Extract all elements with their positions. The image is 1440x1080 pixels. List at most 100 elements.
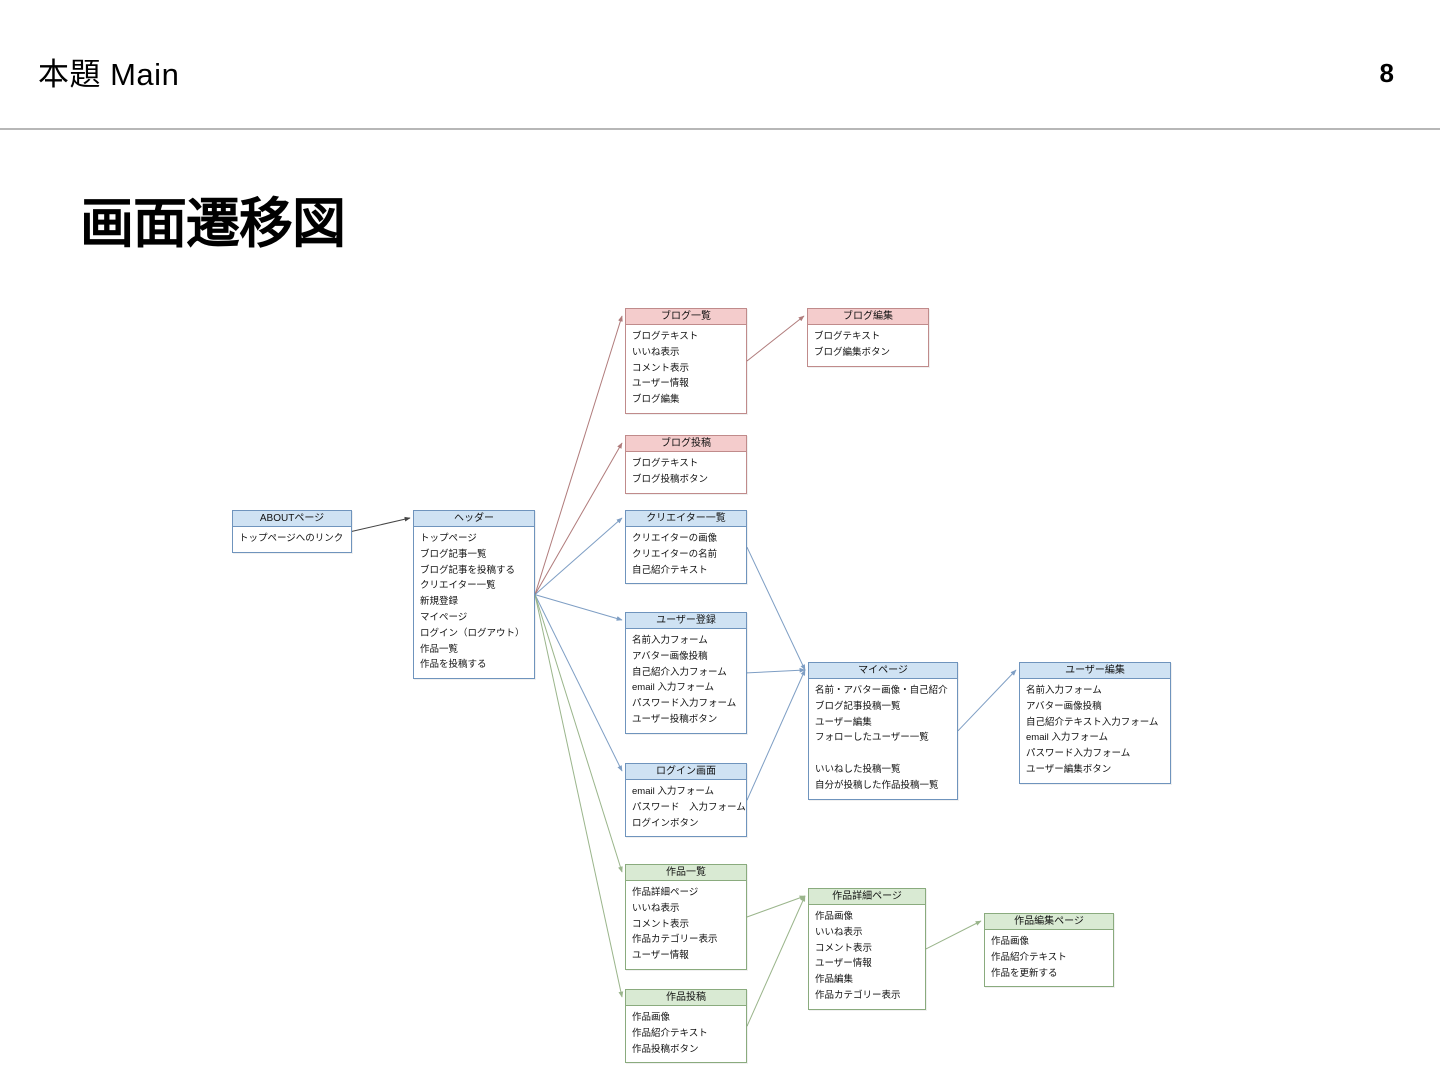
edge-header-to-blog-list — [534, 315, 623, 595]
node-body: 名前・アバター画像・自己紹介ブログ記事投稿一覧ユーザー編集フォローしたユーザー一… — [809, 679, 957, 799]
page-number: 8 — [1379, 58, 1394, 88]
node-row: パスワード入力フォーム — [1026, 748, 1131, 760]
node-work-list[interactable]: 作品一覧作品詳細ページいいね表示コメント表示作品カテゴリー表示ユーザー情報 — [625, 864, 747, 970]
edge-header-to-work-post — [534, 594, 624, 998]
node-row: コメント表示 — [815, 942, 873, 954]
node-title: ブログ編集 — [808, 309, 928, 325]
node-row: コメント表示 — [632, 918, 690, 930]
node-row: 作品編集 — [815, 974, 854, 986]
node-row: ブログ投稿ボタン — [632, 473, 709, 485]
node-row: ユーザー情報 — [815, 958, 872, 970]
node-row: ユーザー編集ボタン — [1026, 763, 1112, 775]
node-work-post[interactable]: 作品投稿作品画像作品紹介テキスト作品投稿ボタン — [625, 989, 747, 1064]
node-row: ブログ記事一覧 — [420, 548, 487, 560]
node-title: 作品詳細ページ — [809, 889, 925, 905]
edge-header-to-work-list — [534, 594, 623, 873]
node-title: 作品投稿 — [626, 990, 746, 1006]
node-row: 作品画像 — [815, 911, 854, 922]
node-row: コメント表示 — [632, 362, 690, 374]
node-row: いいね表示 — [632, 346, 680, 358]
node-row: 作品カテゴリー表示 — [815, 989, 901, 1001]
page-title: 本題 Main — [38, 57, 180, 92]
node-row: ログインボタン — [632, 817, 699, 829]
edge-work-post-to-work-detail — [746, 895, 806, 1027]
node-row: いいね表示 — [632, 902, 680, 914]
node-row: いいねした投稿一覧 — [815, 763, 901, 775]
node-row: トップページへのリンク — [239, 533, 344, 544]
node-creator-list[interactable]: クリエイター一覧クリエイターの画像クリエイターの名前自己紹介テキスト — [625, 510, 747, 585]
node-body: 作品画像作品紹介テキスト作品投稿ボタン — [626, 1006, 746, 1062]
edge-header-to-blog-post — [534, 442, 623, 595]
node-row: ブログテキスト — [632, 458, 699, 469]
edge-about-to-header — [351, 516, 411, 532]
edge-work-detail-to-work-edit — [925, 920, 982, 950]
node-row: 自分が投稿した作品投稿一覧 — [815, 779, 939, 791]
node-work-edit[interactable]: 作品編集ページ作品画像作品紹介テキスト作品を更新する — [984, 913, 1114, 988]
node-body: 作品詳細ページいいね表示コメント表示作品カテゴリー表示ユーザー情報 — [626, 881, 746, 969]
node-title: ログイン画面 — [626, 764, 746, 780]
node-row: ブログテキスト — [814, 331, 881, 342]
node-title: マイページ — [809, 663, 957, 679]
node-row: パスワード入力フォーム — [632, 698, 737, 710]
node-row: ユーザー情報 — [632, 950, 689, 962]
node-title: 作品一覧 — [626, 865, 746, 881]
node-row: フォローしたユーザー一覧 — [815, 732, 929, 744]
edge-header-to-user-register — [534, 594, 623, 621]
node-blog-post[interactable]: ブログ投稿ブログテキストブログ投稿ボタン — [625, 435, 747, 494]
node-row: 作品画像 — [632, 1012, 671, 1023]
node-blog-edit[interactable]: ブログ編集ブログテキストブログ編集ボタン — [807, 308, 929, 367]
edge-login-to-mypage — [746, 669, 806, 801]
node-body: トップページブログ記事一覧ブログ記事を投稿するクリエイター一覧新規登録マイページ… — [414, 527, 534, 678]
node-body: email 入力フォームパスワード 入力フォームログインボタン — [626, 780, 746, 836]
node-row — [809, 746, 957, 762]
node-title: 作品編集ページ — [985, 914, 1113, 930]
node-title: ユーザー登録 — [626, 613, 746, 629]
node-work-detail[interactable]: 作品詳細ページ作品画像いいね表示コメント表示ユーザー情報作品編集作品カテゴリー表… — [808, 888, 926, 1010]
node-body: ブログテキストいいね表示コメント表示ユーザー情報ブログ編集 — [626, 325, 746, 413]
node-row: ブログ記事を投稿する — [420, 564, 516, 576]
node-title: ブログ一覧 — [626, 309, 746, 325]
node-row: 作品を投稿する — [420, 659, 487, 671]
node-row: 名前入力フォーム — [1026, 685, 1102, 696]
node-row: パスワード 入力フォーム — [632, 801, 746, 813]
node-about[interactable]: ABOUTページトップページへのリンク — [232, 510, 352, 553]
node-body: ブログテキストブログ投稿ボタン — [626, 452, 746, 493]
node-row: ユーザー投稿ボタン — [632, 713, 718, 725]
edge-mypage-to-user-edit — [957, 669, 1017, 732]
node-mypage[interactable]: マイページ名前・アバター画像・自己紹介ブログ記事投稿一覧ユーザー編集フォローした… — [808, 662, 958, 800]
node-row: ブログ記事投稿一覧 — [815, 700, 901, 712]
edge-user-register-to-mypage — [746, 667, 806, 674]
node-row: アバター画像投稿 — [1026, 700, 1102, 712]
node-row: 作品投稿ボタン — [632, 1043, 699, 1055]
node-row: ログイン（ログアウト） — [420, 627, 525, 639]
node-header[interactable]: ヘッダートップページブログ記事一覧ブログ記事を投稿するクリエイター一覧新規登録マ… — [413, 510, 535, 680]
node-body: クリエイターの画像クリエイターの名前自己紹介テキスト — [626, 527, 746, 583]
node-title: ブログ投稿 — [626, 436, 746, 452]
node-row: 作品カテゴリー表示 — [632, 934, 718, 946]
node-row: 作品紹介テキスト — [991, 951, 1067, 963]
node-blog-list[interactable]: ブログ一覧ブログテキストいいね表示コメント表示ユーザー情報ブログ編集 — [625, 308, 747, 414]
slide-header: 本題 Main 8 — [0, 0, 1440, 130]
node-body: ブログテキストブログ編集ボタン — [808, 325, 928, 366]
node-row: 名前入力フォーム — [632, 635, 708, 646]
edge-work-list-to-work-detail — [746, 895, 806, 918]
edge-header-to-login — [534, 594, 623, 772]
node-row: ブログ編集ボタン — [814, 346, 891, 358]
node-row: email 入力フォーム — [632, 786, 715, 797]
node-row: 自己紹介入力フォーム — [632, 666, 727, 678]
node-title: ヘッダー — [414, 511, 534, 527]
node-title: クリエイター一覧 — [626, 511, 746, 527]
node-row: 自己紹介テキスト — [632, 564, 708, 576]
node-row: 作品紹介テキスト — [632, 1027, 708, 1039]
node-row: ユーザー編集 — [815, 716, 872, 728]
edge-creator-list-to-mypage — [746, 546, 806, 671]
node-row: 名前・アバター画像・自己紹介 — [815, 685, 948, 696]
node-row: トップページ — [420, 533, 477, 544]
